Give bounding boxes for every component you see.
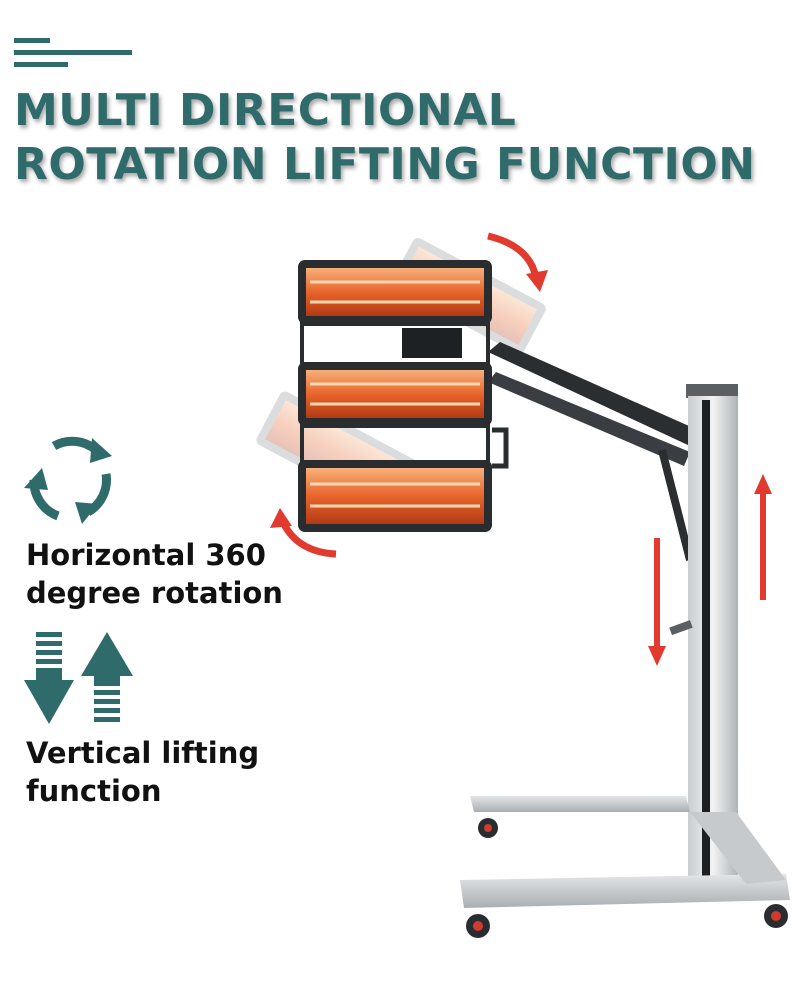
lifting-line-1: Vertical lifting bbox=[26, 736, 260, 770]
lifting-feature-label: Vertical lifting function bbox=[26, 734, 259, 810]
title-line-1: MULTI DIRECTIONAL bbox=[14, 85, 517, 136]
heater-head-middle bbox=[298, 362, 492, 426]
decoration-line-middle bbox=[14, 50, 132, 55]
page-title: MULTI DIRECTIONAL ROTATION LIFTING FUNCT… bbox=[14, 84, 756, 192]
heater-head-bottom bbox=[298, 460, 492, 532]
heater-handle bbox=[492, 427, 509, 469]
rotation-arrow-bottom bbox=[270, 508, 337, 558]
rotation-line-1: Horizontal 360 bbox=[26, 538, 266, 572]
rotation-feature-label: Horizontal 360 degree rotation bbox=[26, 536, 283, 612]
support-arm bbox=[402, 328, 698, 561]
decoration-line-top bbox=[14, 38, 50, 43]
rotation-arrow-top bbox=[487, 232, 548, 292]
lift-arrow-up bbox=[754, 474, 772, 600]
rotation-line-2: degree rotation bbox=[26, 576, 283, 610]
rotate-cycle-icon bbox=[20, 432, 120, 526]
vertical-pole bbox=[669, 384, 738, 886]
title-line-2: ROTATION LIFTING FUNCTION bbox=[14, 139, 756, 190]
heater-head-top bbox=[298, 260, 492, 324]
up-down-arrows-icon bbox=[24, 628, 136, 728]
decoration-line-bottom bbox=[14, 62, 68, 67]
lifting-line-2: function bbox=[26, 774, 162, 808]
lift-arrow-down bbox=[648, 538, 666, 666]
wheeled-base bbox=[460, 796, 790, 938]
